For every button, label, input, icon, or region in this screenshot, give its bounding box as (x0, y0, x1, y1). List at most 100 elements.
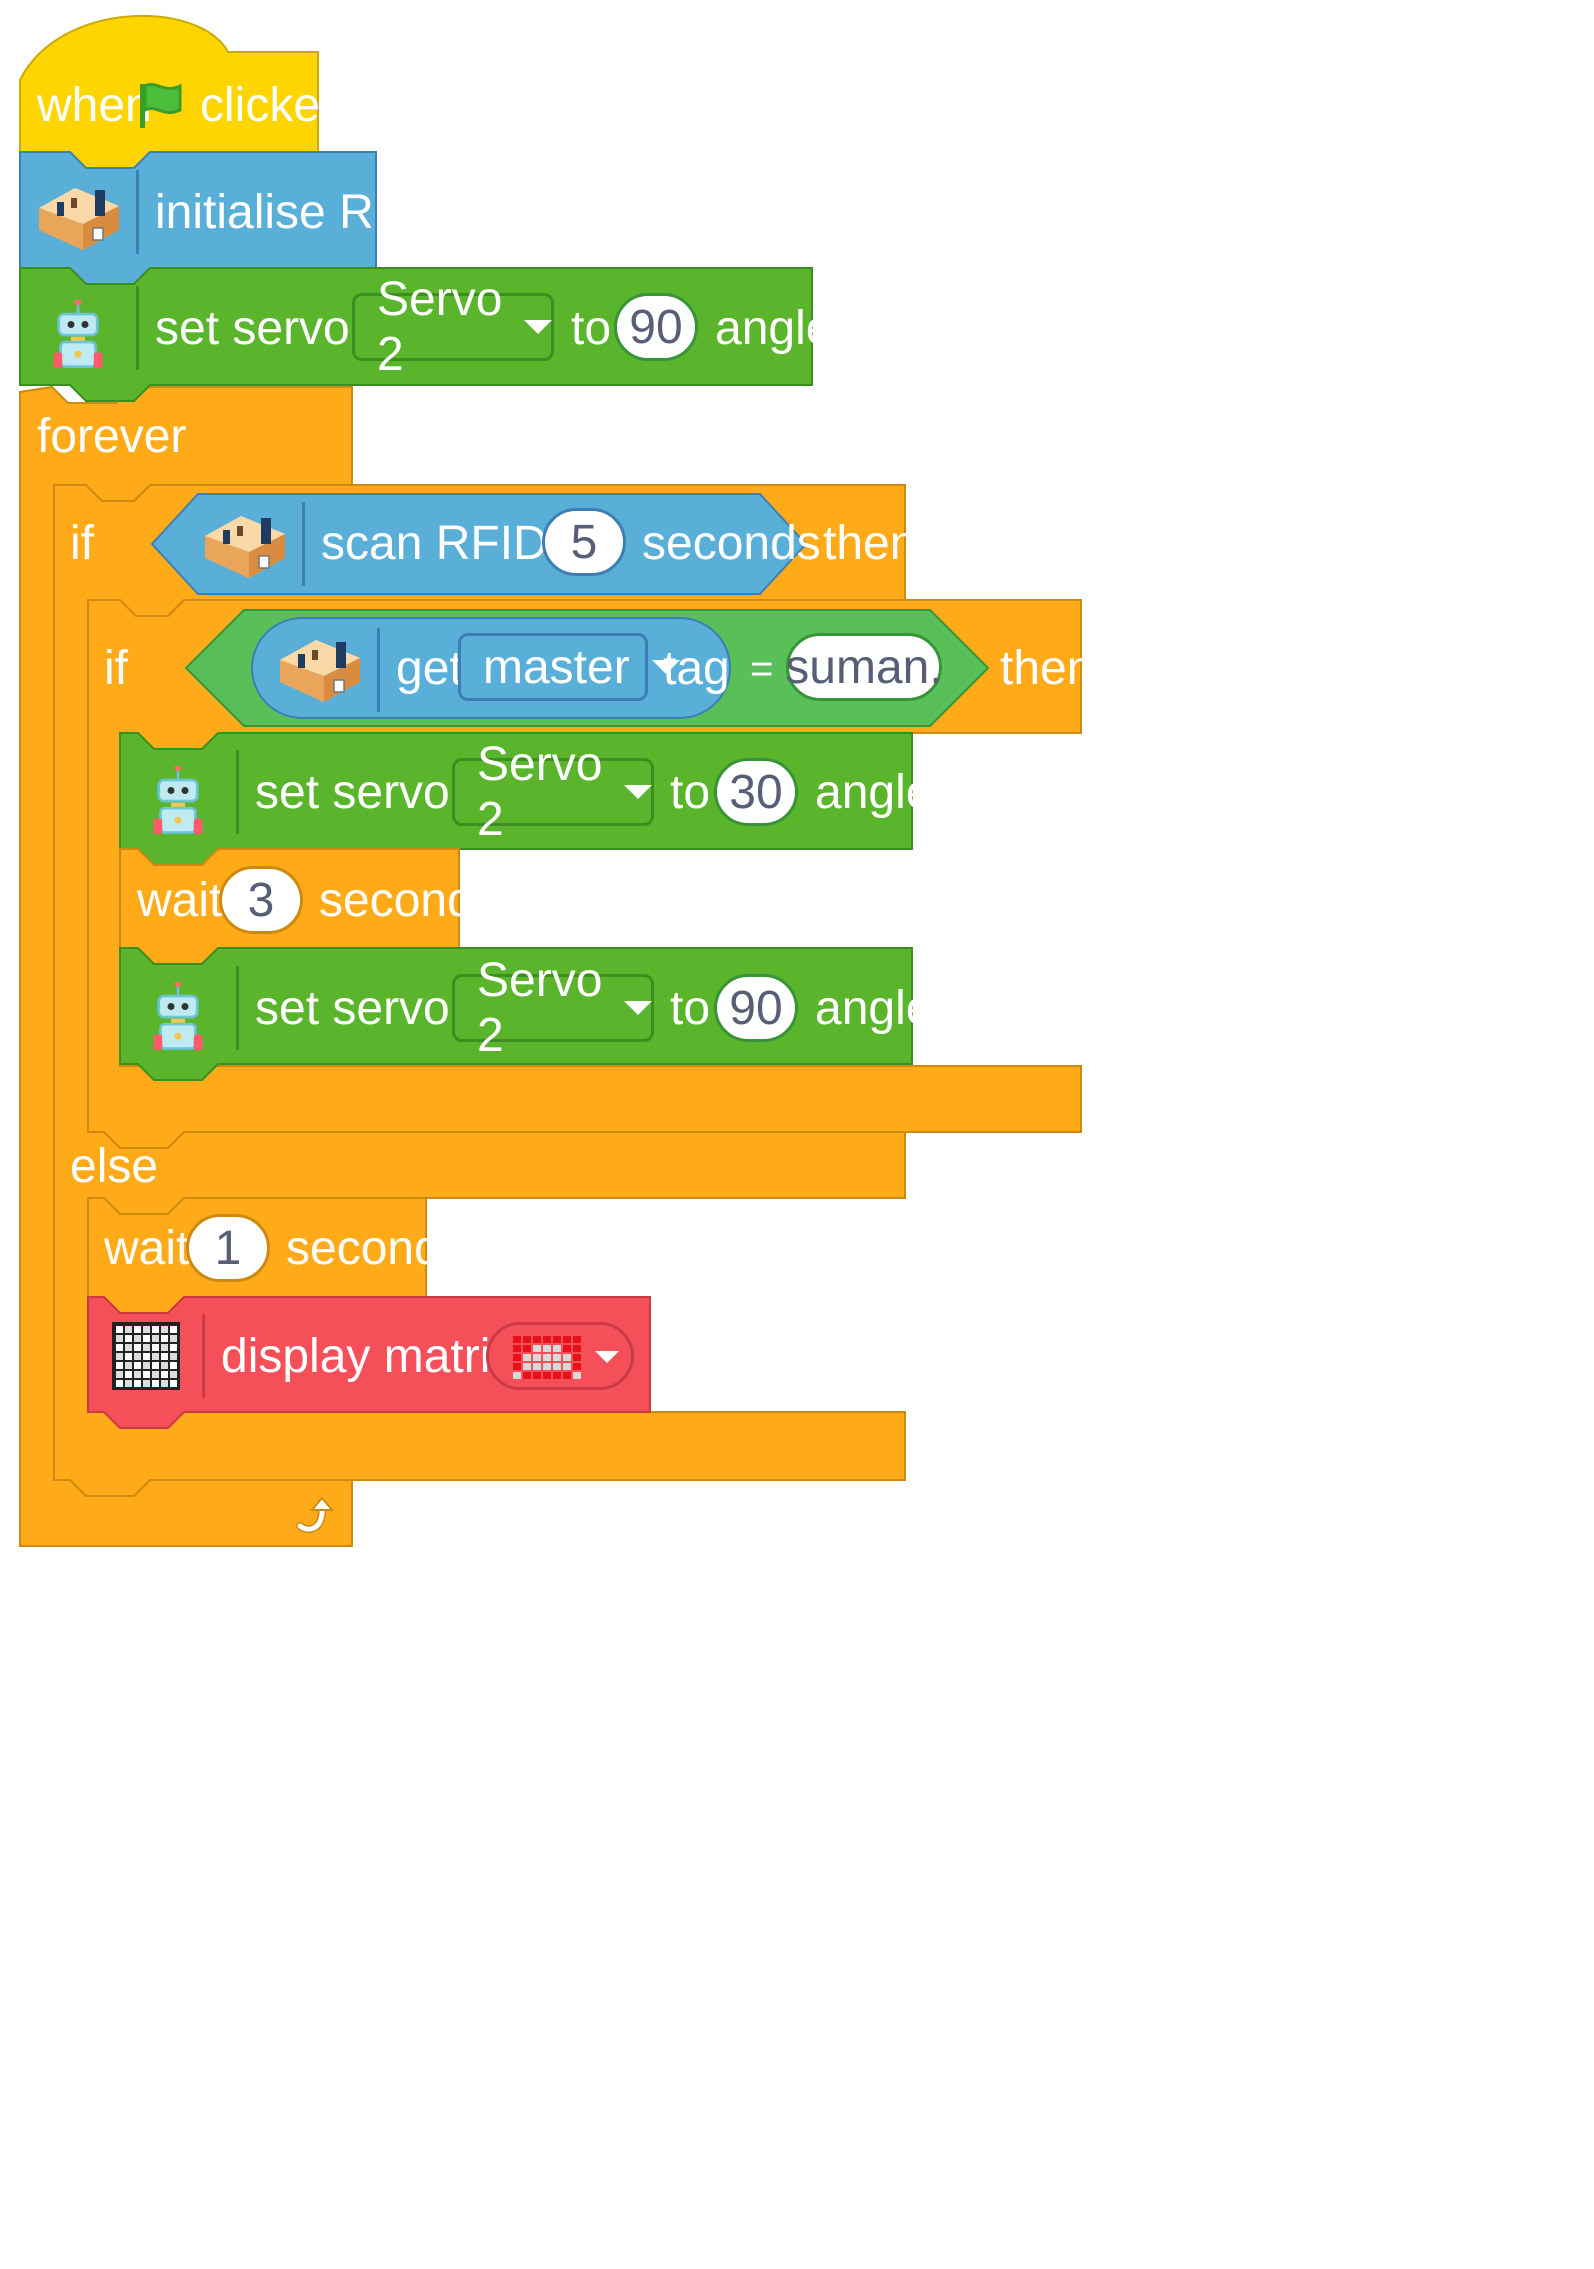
matrix-icon-cell (116, 1335, 123, 1342)
matrix-icon-cell (134, 1362, 141, 1369)
equals-label: = (750, 647, 774, 691)
matrix-icon-cell (134, 1380, 141, 1387)
rfid-house-icon (203, 508, 287, 582)
then-label: then (823, 517, 917, 570)
clicked-label: clicked (200, 79, 347, 132)
matrix-icon-cell (125, 1371, 132, 1378)
servo-dropdown[interactable]: Servo 2 (452, 738, 654, 846)
when-label: when (37, 79, 152, 132)
matrix-icon-cell (170, 1344, 177, 1351)
matrix-icon-cell (125, 1335, 132, 1342)
matrix-icon-cell (170, 1371, 177, 1378)
matrix-pixel (573, 1345, 581, 1352)
matrix-pixel (523, 1336, 531, 1343)
seconds-label: seconds (642, 517, 821, 570)
matrix-pixel (573, 1372, 581, 1379)
matrix-pixel (553, 1363, 561, 1370)
angle-input[interactable]: 90 (714, 974, 798, 1042)
wait-seconds-input[interactable]: 1 (186, 1214, 270, 1282)
matrix-icon-cell (170, 1353, 177, 1360)
else-label: else (70, 1140, 159, 1193)
matrix-pixel (563, 1363, 571, 1370)
scan-seconds-input[interactable]: 5 (542, 508, 626, 576)
matrix-icon-cell (152, 1380, 159, 1387)
matrix-icon-cell (170, 1362, 177, 1369)
matrix-pixel (533, 1372, 541, 1379)
angle-input[interactable]: 90 (614, 293, 698, 361)
block-separator (377, 628, 380, 712)
servo-dropdown[interactable]: Servo 2 (452, 954, 654, 1062)
tag-label: tag (663, 642, 730, 695)
matrix-icon-cell (116, 1380, 123, 1387)
matrix-pixel (533, 1354, 541, 1361)
matrix-icon-cell (170, 1380, 177, 1387)
matrix-pattern-dropdown[interactable] (486, 1322, 634, 1390)
matrix-pixel (523, 1372, 531, 1379)
if-label: if (70, 517, 94, 570)
matrix-pixel (573, 1354, 581, 1361)
robot-icon (48, 296, 108, 370)
chevron-down-icon (624, 785, 653, 799)
matrix-pixel (543, 1354, 551, 1361)
chevron-down-icon (595, 1351, 619, 1363)
block-separator (302, 502, 305, 586)
matrix-pixel (553, 1372, 561, 1379)
matrix-pixel (513, 1354, 521, 1361)
matrix-pixel (553, 1336, 561, 1343)
matrix-pixel (523, 1354, 531, 1361)
matrix-pixel (563, 1354, 571, 1361)
matrix-pixel (563, 1372, 571, 1379)
matrix-pixel (523, 1345, 531, 1352)
matrix-icon-cell (161, 1371, 168, 1378)
green-flag-icon (136, 80, 186, 130)
servo-dropdown[interactable]: Servo 2 (352, 273, 554, 381)
block-separator (136, 286, 139, 370)
matrix-icon-cell (125, 1353, 132, 1360)
matrix-icon-cell (152, 1335, 159, 1342)
chevron-down-icon (524, 320, 553, 334)
get-label: get (396, 642, 463, 695)
to-label: to (571, 302, 612, 355)
matrix-icon-cell (170, 1326, 177, 1333)
matrix-icon-cell (152, 1362, 159, 1369)
matrix-icon-cell (143, 1380, 150, 1387)
matrix-icon-cell (161, 1344, 168, 1351)
matrix-icon-cell (143, 1344, 150, 1351)
matrix-icon-cell (125, 1344, 132, 1351)
matrix-icon-cell (143, 1353, 150, 1360)
chevron-down-icon (624, 1001, 653, 1015)
matrix-icon-cell (134, 1371, 141, 1378)
angle-label: angle (715, 302, 833, 355)
matrix-icon-cell (152, 1371, 159, 1378)
block-separator (136, 170, 139, 254)
if-label: if (104, 642, 128, 695)
matrix-icon-cell (161, 1362, 168, 1369)
initialise-rfid-label: initialise RFID (155, 186, 452, 239)
matrix-pixel (573, 1336, 581, 1343)
matrix-pixel (543, 1363, 551, 1370)
matrix-pixel (523, 1363, 531, 1370)
wait-seconds-input[interactable]: 3 (219, 866, 303, 934)
matrix-icon-cell (161, 1353, 168, 1360)
matrix-icon-cell (152, 1344, 159, 1351)
tag-value-input[interactable]: suman. (785, 633, 943, 701)
matrix-icon-cell (125, 1326, 132, 1333)
matrix-pixel (533, 1363, 541, 1370)
matrix-pixel (513, 1372, 521, 1379)
matrix-icon-cell (125, 1380, 132, 1387)
matrix-icon-cell (152, 1353, 159, 1360)
scan-rfid-reporter[interactable] (150, 493, 808, 595)
tag-dropdown[interactable]: master (458, 633, 680, 701)
angle-label: angle (815, 982, 933, 1035)
matrix-icon-cell (161, 1380, 168, 1387)
matrix-pixel (563, 1336, 571, 1343)
angle-input[interactable]: 30 (714, 758, 798, 826)
matrix-icon-cell (125, 1362, 132, 1369)
matrix-icon-cell (170, 1335, 177, 1342)
matrix-pixel (533, 1345, 541, 1352)
loop-arrow-icon (294, 1496, 336, 1536)
matrix-icon-cell (134, 1344, 141, 1351)
matrix-pixel (573, 1363, 581, 1370)
block-separator (236, 750, 239, 834)
